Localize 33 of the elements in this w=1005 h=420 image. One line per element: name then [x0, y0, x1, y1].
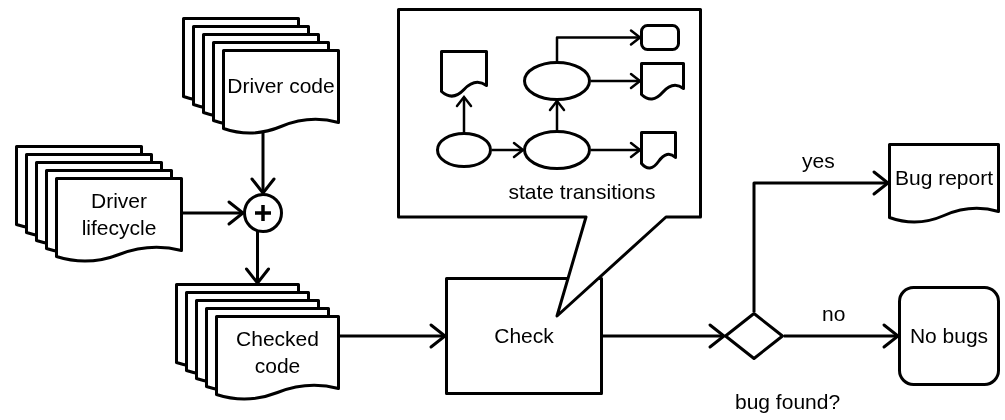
node-label: Driver code	[226, 73, 336, 100]
arrow	[752, 170, 890, 312]
node-label: No bugs	[908, 322, 990, 349]
node-label: Bug report	[893, 164, 995, 191]
node-label: state transitions	[507, 178, 657, 205]
arrow	[492, 141, 525, 159]
arrow	[250, 132, 276, 195]
node-label: Driver lifecycle	[80, 188, 158, 241]
arrow	[340, 323, 447, 349]
arrow	[555, 29, 642, 61]
arrow	[591, 72, 642, 90]
process-box	[445, 277, 603, 395]
state-ellipse	[523, 61, 591, 101]
arrow	[548, 99, 566, 130]
arrow	[183, 200, 245, 226]
plus-circle	[243, 193, 283, 233]
arrow	[591, 141, 642, 159]
node-label: Checked code	[235, 326, 320, 379]
document-stack	[182, 17, 340, 134]
rounded-box	[640, 24, 680, 51]
state-ellipse	[523, 130, 591, 170]
document-stack	[15, 145, 183, 262]
node-label: Check	[493, 322, 555, 349]
arrow	[245, 231, 270, 285]
document-stack	[175, 283, 340, 400]
arrow	[455, 95, 473, 132]
arrow	[784, 323, 900, 349]
arrow	[603, 323, 726, 349]
document-shape	[888, 143, 1000, 223]
decision-diamond	[724, 312, 784, 360]
decision-caption: bug found?	[735, 390, 841, 414]
terminal-box	[898, 286, 1000, 386]
speech-callout	[397, 8, 702, 318]
